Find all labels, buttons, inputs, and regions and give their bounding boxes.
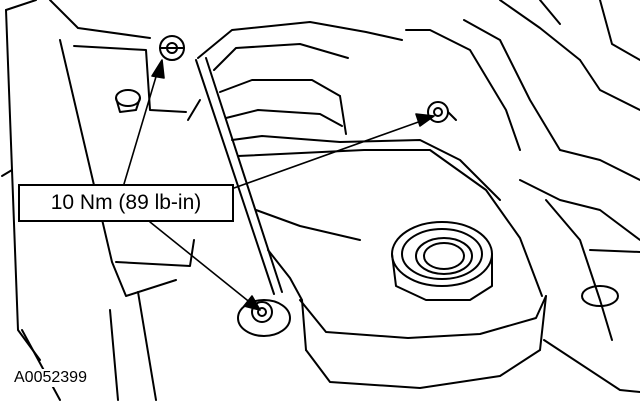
top-left-bolt (159, 35, 185, 61)
leader-arrows (123, 59, 435, 311)
left-body-panel (1, 0, 195, 401)
filler-neck (391, 221, 493, 301)
torque-callout: 10 Nm (89 lb-in) (18, 184, 234, 222)
right-bolt (427, 101, 457, 123)
figure-reference-code: A0052399 (12, 369, 89, 387)
grommet (115, 89, 141, 113)
right-components (405, 0, 640, 393)
reservoir-tank (197, 21, 547, 389)
